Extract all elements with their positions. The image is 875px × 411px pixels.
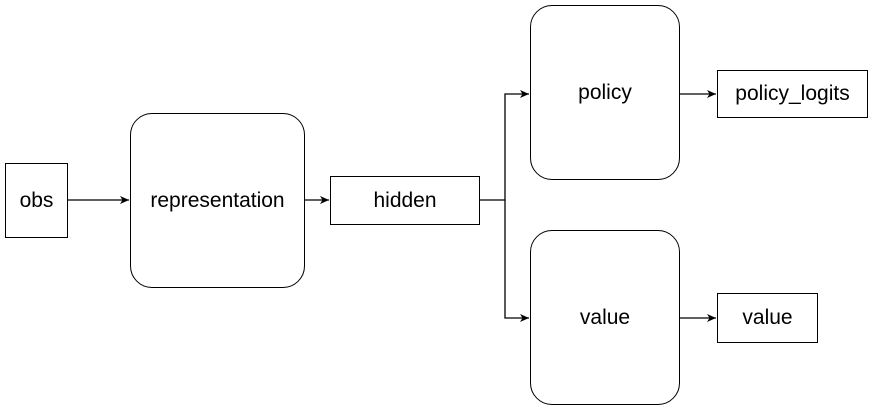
representation-label: representation: [150, 188, 285, 212]
value-output-label: value: [742, 306, 793, 329]
value-node: value: [530, 230, 680, 405]
value-label: value: [579, 305, 631, 329]
policy-label: policy: [578, 80, 632, 104]
hidden-label: hidden: [373, 188, 437, 212]
hidden-node: hidden: [330, 176, 480, 225]
policy-logits-node: policy_logits: [717, 70, 868, 118]
policy-node: policy: [530, 5, 680, 180]
edge-hidden-to-value: [504, 200, 529, 322]
obs-label: obs: [19, 188, 54, 212]
representation-node: representation: [130, 113, 305, 288]
obs-node: obs: [5, 163, 68, 238]
value-output-node: value: [717, 293, 818, 343]
edge-hidden-to-policy: [480, 90, 529, 201]
policy-logits-label: policy_logits: [735, 82, 850, 105]
